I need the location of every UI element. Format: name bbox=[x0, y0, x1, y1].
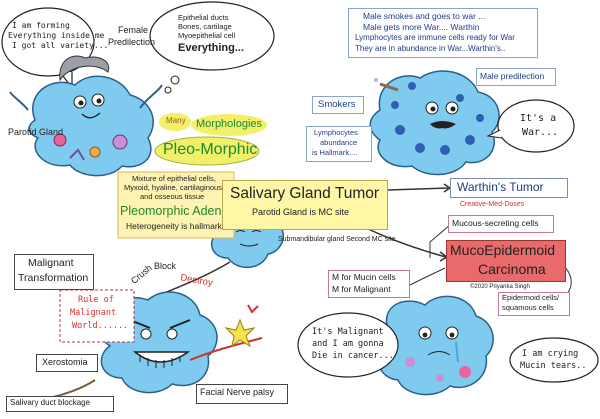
muco-title-box bbox=[446, 240, 566, 282]
rule-line-2: Malignant bbox=[70, 308, 117, 318]
warthin-story-line-4: They are in abundance in War...Warthin's… bbox=[355, 44, 506, 53]
connector-mucous bbox=[429, 224, 451, 258]
warthin-title-box bbox=[450, 178, 568, 198]
warthin-story-line-2: Male gets more War.... Warthin bbox=[363, 22, 480, 32]
war-speech-line-2: War... bbox=[522, 127, 559, 138]
parotid-gland-label: Parotid Gland bbox=[8, 127, 64, 137]
pleomorphic-adenoma-title: Pleomorphic Adenoma bbox=[120, 204, 246, 218]
warthin-title: Warthin's Tumor bbox=[457, 180, 544, 194]
pleo-speech-line-3: I got all variety... bbox=[12, 41, 109, 50]
smokers-box bbox=[312, 96, 364, 114]
smokers-label: Smokers bbox=[318, 99, 356, 110]
thought-line-2: Bones, cartilage bbox=[178, 22, 232, 31]
lymphocytes-box bbox=[306, 126, 372, 162]
pleo-morphic-label: Pleo-Morphic bbox=[163, 141, 258, 158]
muco-title-line-1: MucoEpidermoid bbox=[450, 242, 556, 258]
warthin-story-box bbox=[348, 8, 538, 58]
mixture-line-2: Myxoid, hyaline, cartilaginous, bbox=[124, 183, 225, 192]
thought-bubble-pleo bbox=[149, 1, 275, 71]
xerostomia-box bbox=[36, 354, 98, 372]
muco-speech-left-line-3: Die in cancer... bbox=[312, 351, 394, 361]
thought-line-4: Everything... bbox=[178, 42, 245, 54]
pleomorphic-box bbox=[117, 171, 235, 239]
rule-box bbox=[59, 289, 135, 343]
mixture-line-1: Mixture of epithelial cells, bbox=[132, 174, 216, 183]
lymphocytes-line-3: is Hallmark.... bbox=[312, 148, 358, 157]
malignant-title-box bbox=[14, 254, 94, 290]
central-title: Salivary Gland Tumor bbox=[230, 185, 380, 202]
malignant-title-line-1: Malignant bbox=[28, 257, 74, 269]
muco-title-line-2: Carcinoma bbox=[478, 261, 546, 277]
lymphocytes-line-1: Lymphocytes bbox=[314, 128, 358, 137]
facial-palsy-label: Facial Nerve palsy bbox=[200, 387, 275, 397]
pleo-speech-line-1: I am forming bbox=[12, 21, 70, 30]
facial-palsy-box bbox=[196, 384, 288, 404]
pleo-speech-line-2: Everything inside me bbox=[8, 31, 105, 40]
xerostomia-label: Xerostomia bbox=[42, 357, 88, 367]
mucous-cells-box bbox=[448, 215, 554, 233]
warthin-story-line-1: Male smokes and goes to war ... bbox=[363, 11, 486, 21]
m-line-1: M for Mucin cells bbox=[332, 272, 396, 282]
duct-blockage-label: Salivary duct blockage bbox=[10, 398, 91, 407]
central-title-box bbox=[222, 180, 388, 230]
muco-speech-left-line-2: and I am gonna bbox=[312, 339, 384, 349]
mixture-line-3: and osseous tissue bbox=[140, 192, 205, 201]
male-predilection-box bbox=[476, 68, 556, 86]
muco-speech-right bbox=[509, 337, 599, 383]
epidermoid-line-2: squamous cells bbox=[502, 303, 554, 312]
m-lines-box bbox=[328, 270, 410, 298]
epidermoid-box bbox=[498, 292, 570, 316]
malignant-title-line-2: Transformation bbox=[18, 272, 89, 284]
heterogeneity-label: Heterogeneity is hallmark bbox=[126, 221, 222, 231]
rule-line-3: World...... bbox=[72, 321, 129, 331]
warthin-story-line-3: Lymphocytes are immune cells ready for W… bbox=[355, 33, 515, 42]
morphologies-label: Morphologies bbox=[196, 118, 263, 130]
war-speech-bubble bbox=[497, 99, 575, 153]
pleo-morphic-highlight bbox=[154, 136, 260, 166]
pleomorphic-tumor-blob bbox=[28, 75, 154, 177]
female-label-line-2: Predilection bbox=[108, 37, 156, 47]
rule-line-1: Rule of bbox=[78, 295, 114, 305]
muco-speech-right-line-2: Mucin tears.. bbox=[520, 361, 587, 371]
copyright-label: ©2020 Priyanka Singh bbox=[470, 284, 530, 290]
nerve-line bbox=[189, 337, 263, 361]
female-label-line-1: Female bbox=[118, 25, 149, 35]
second-site-label: Submandibular gland Second MC site bbox=[278, 236, 396, 243]
muco-speech-left-line-1: It's Malignant bbox=[312, 327, 384, 337]
epidermoid-line-1: Epidermoid cells/ bbox=[502, 293, 560, 302]
central-subtitle: Parotid Gland is MC site bbox=[252, 207, 350, 217]
credit-label: Creative-Med-Doses bbox=[460, 201, 525, 208]
lymphocytes-line-2: abundance bbox=[320, 138, 358, 147]
thought-line-3: Myoepithelial cell bbox=[178, 31, 236, 40]
many-label: Many bbox=[166, 116, 186, 125]
arrow-to-warthin bbox=[387, 187, 449, 191]
war-speech-line-1: It's a bbox=[520, 113, 557, 124]
muco-speech-left bbox=[297, 312, 399, 378]
m-line-2: M for Malignant bbox=[332, 284, 391, 294]
thought-line-1: Epithelial ducts bbox=[178, 13, 229, 22]
block-label: Block bbox=[154, 261, 177, 271]
duct-blockage-box bbox=[6, 396, 114, 412]
male-predilection-label: Male predilection bbox=[480, 71, 545, 81]
mucous-cells-label: Mucous-secreting cells bbox=[452, 218, 539, 228]
muco-speech-right-line-1: I am crying bbox=[522, 349, 579, 359]
